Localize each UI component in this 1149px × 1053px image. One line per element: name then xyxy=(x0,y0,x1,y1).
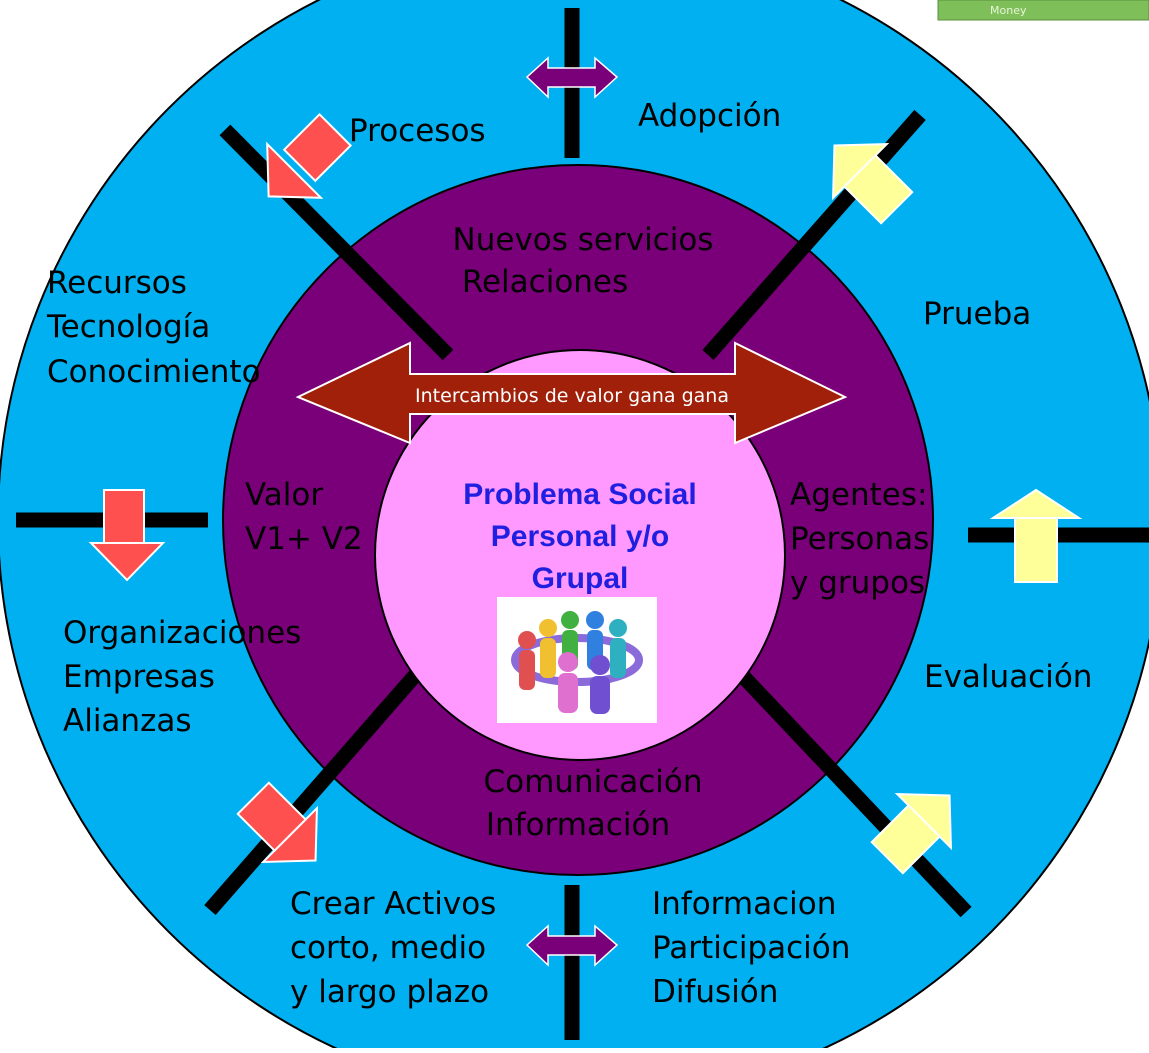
middle-right-line-3: y grupos xyxy=(790,565,925,601)
purple-double-arrow-top xyxy=(525,56,619,99)
yellow-arrow-bottom-right-shaft xyxy=(870,803,942,875)
label-empresas: Empresas xyxy=(63,659,215,695)
middle-bottom-line-2: Información xyxy=(486,807,670,843)
red-arrow-bottom-left-shaft xyxy=(236,781,308,853)
yellow-arrow-top-right-shaft xyxy=(842,153,914,225)
label-alianzas: Alianzas xyxy=(63,703,192,739)
label-participacion: Participación xyxy=(652,930,850,966)
middle-top-line-1: Nuevos servicios xyxy=(453,222,714,258)
people-circle-icon xyxy=(497,597,657,723)
center-title-line-1: Problema Social xyxy=(463,478,696,511)
purple-double-arrow-bottom xyxy=(525,924,619,967)
label-tecnologia: Tecnología xyxy=(46,309,210,345)
red-arrow-bottom-left xyxy=(236,781,319,864)
yellow-arrow-right-shaft xyxy=(1014,517,1058,583)
person-head-yellow xyxy=(539,619,557,637)
middle-bottom-line-1: Comunicación xyxy=(483,764,702,800)
yellow-arrow-bottom-right xyxy=(870,792,953,875)
corner-money-image: Money xyxy=(937,0,1149,21)
red-arrow-left xyxy=(88,489,166,582)
middle-left-line-2: V1+ V2 xyxy=(245,521,363,557)
label-crear-activos: Crear Activos xyxy=(290,886,496,922)
label-corto-medio: corto, medio xyxy=(290,930,486,966)
center-title-line-3: Grupal xyxy=(532,562,629,595)
yellow-arrow-top-right xyxy=(831,142,914,225)
person-body-cyan xyxy=(610,638,626,678)
yellow-arrow-right xyxy=(989,488,1083,583)
label-informacion: Informacion xyxy=(652,886,836,922)
person-head-red xyxy=(518,631,536,649)
person-head-purple xyxy=(590,655,610,675)
person-body-yellow xyxy=(540,638,556,678)
red-arrow-top-left-head xyxy=(266,141,324,199)
red-arrow-top-left xyxy=(266,112,353,199)
person-head-green xyxy=(561,611,579,629)
corner-image-caption: Money xyxy=(990,4,1027,17)
center-title-line-2: Personal y/o xyxy=(491,520,669,553)
corner-image-fill xyxy=(938,0,1149,20)
label-difusion: Difusión xyxy=(652,974,778,1010)
red-arrow-left-shaft xyxy=(103,489,145,544)
red-arrow-left-head xyxy=(88,542,166,582)
person-body-pink xyxy=(558,673,578,713)
person-body-purple xyxy=(590,676,610,714)
label-largo-plazo: y largo plazo xyxy=(290,974,489,1010)
middle-right-line-1: Agentes: xyxy=(790,477,927,513)
label-organizaciones: Organizaciones xyxy=(63,615,301,651)
inner-circle xyxy=(374,349,786,761)
middle-top-line-2: Relaciones xyxy=(462,264,628,300)
inner-divider-top-left xyxy=(219,124,454,361)
exchange-arrow-label: Intercambios de valor gana gana xyxy=(415,385,729,407)
label-conocimiento: Conocimiento xyxy=(47,354,261,390)
person-head-cyan xyxy=(609,619,627,637)
label-adopcion: Adopción xyxy=(638,98,781,134)
label-evaluacion: Evaluación xyxy=(924,659,1092,695)
purple-double-arrow-bottom-shape xyxy=(525,924,619,967)
double-arrow-shape xyxy=(295,341,848,445)
middle-right-line-2: Personas xyxy=(790,521,929,557)
outer-ring-labels: Procesos Adopción Recursos Tecnología Co… xyxy=(46,98,1092,1010)
person-head-blue xyxy=(586,611,604,629)
people-figures xyxy=(518,611,627,714)
label-recursos: Recursos xyxy=(47,265,187,301)
person-body-red xyxy=(519,650,535,690)
middle-ring-labels: Nuevos servicios Relaciones Valor V1+ V2… xyxy=(245,222,929,843)
exchange-arrow: Intercambios de valor gana gana xyxy=(295,341,848,445)
red-arrow-top-left-shaft xyxy=(282,112,353,183)
corner-image-border xyxy=(937,0,1149,21)
middle-left-line-1: Valor xyxy=(245,477,323,513)
inner-divider-bottom-left xyxy=(204,667,424,915)
inner-divider-top-right xyxy=(702,110,926,360)
purple-double-arrow-top-shape xyxy=(525,56,619,99)
center-title: Problema Social Personal y/o Grupal xyxy=(463,478,696,595)
inner-dividers xyxy=(204,110,972,918)
person-head-pink xyxy=(558,652,578,672)
label-procesos: Procesos xyxy=(349,113,486,149)
label-prueba: Prueba xyxy=(923,296,1031,332)
inner-divider-bottom-right xyxy=(734,667,972,918)
